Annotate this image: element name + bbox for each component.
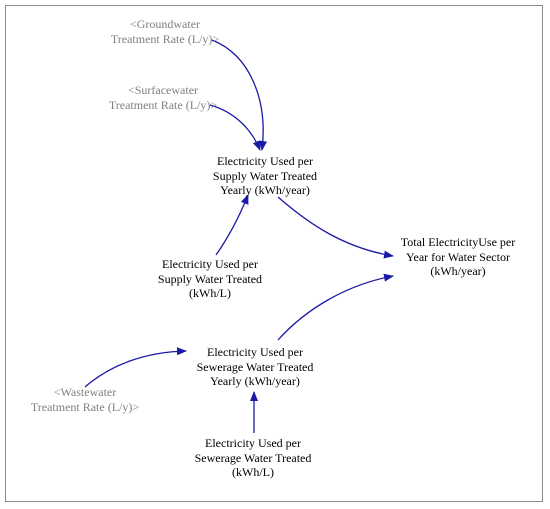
link-supply-yearly-to-total	[277, 196, 394, 259]
surfacewater-treatment-rate-node[interactable]: <Surfacewater Treatment Rate (L/y)>	[108, 83, 218, 112]
groundwater-treatment-rate-node[interactable]: <Groundwater Treatment Rate (L/y)>	[110, 17, 220, 46]
link-supply-per-l-to-supply-yearly	[215, 194, 249, 256]
link-wastewater-to-sewerage-yearly	[84, 347, 187, 388]
link-groundwater-to-supply-yearly	[211, 39, 268, 151]
wastewater-treatment-rate-node[interactable]: <Wastewater Treatment Rate (L/y)>	[30, 385, 140, 414]
link-sewerage-yearly-to-total	[277, 273, 394, 341]
electricity-supply-yearly-node[interactable]: Electricity Used per Supply Water Treate…	[212, 154, 318, 197]
link-surfacewater-to-supply-yearly	[209, 104, 261, 151]
electricity-sewerage-per-liter-node[interactable]: Electricity Used per Sewerage Water Trea…	[194, 436, 312, 479]
electricity-supply-per-liter-node[interactable]: Electricity Used per Supply Water Treate…	[157, 257, 263, 300]
total-electricity-use-node[interactable]: Total ElectricityUse per Year for Water …	[400, 235, 516, 278]
diagram-frame	[5, 5, 543, 502]
electricity-sewerage-yearly-node[interactable]: Electricity Used per Sewerage Water Trea…	[196, 345, 314, 388]
